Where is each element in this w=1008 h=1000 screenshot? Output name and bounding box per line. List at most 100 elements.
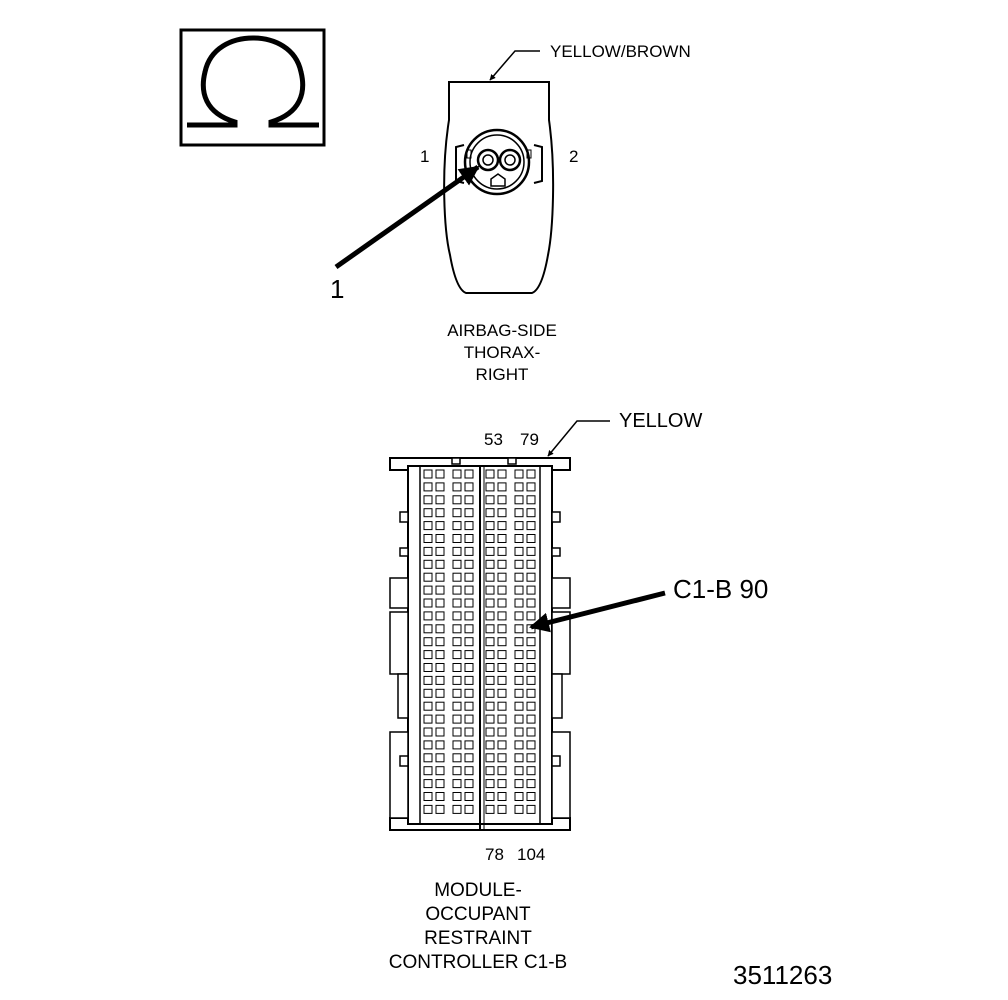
pin-cavity — [485, 637, 495, 647]
pin-cavity — [452, 740, 462, 750]
pin-cavity — [423, 650, 433, 660]
airbag-connector — [443, 81, 555, 294]
module-caption-line-2: OCCUPANT — [425, 904, 531, 925]
pin-cavity — [485, 521, 495, 531]
pin-cavity — [497, 546, 507, 556]
pin-cavity — [452, 469, 462, 479]
pin-cavity — [485, 792, 495, 801]
pin-cavity — [464, 650, 474, 660]
pin-cavity — [452, 521, 462, 531]
pin-cavity — [497, 804, 507, 814]
module-wire-color: YELLOW — [619, 410, 702, 432]
pin-cavity — [497, 779, 507, 789]
pin-cavity — [514, 469, 524, 479]
pin-cavity — [485, 559, 495, 569]
pin-cavity — [423, 663, 433, 672]
pin-cavity — [485, 585, 495, 595]
pin-cavity — [452, 611, 462, 621]
pin-cavity — [423, 779, 433, 789]
pin-cavity — [526, 508, 536, 518]
pin-cavity — [485, 624, 495, 634]
pin-cavity — [452, 508, 462, 518]
pin-cavity-grid — [423, 469, 536, 814]
pin-cavity — [514, 611, 524, 621]
module-connector — [389, 457, 571, 831]
pin-cavity — [497, 688, 507, 698]
pin-cavity — [526, 572, 536, 582]
pin-cavity — [485, 469, 495, 479]
pin-cavity — [514, 779, 524, 789]
airbag-caption-line-1: AIRBAG-SIDE — [447, 321, 557, 340]
pin-cavity — [464, 675, 474, 685]
pin-cavity — [514, 482, 524, 492]
pin-cavity — [464, 559, 474, 569]
pin-cavity — [485, 727, 495, 737]
pin-cavity — [423, 766, 433, 776]
module-pin-78-label: 78 — [485, 845, 504, 864]
pin-cavity — [485, 650, 495, 660]
pin-cavity — [435, 572, 445, 582]
pin-cavity — [526, 740, 536, 750]
pin-cavity — [464, 727, 474, 737]
pin-cavity — [514, 585, 524, 595]
pin-cavity — [435, 495, 445, 505]
pin-cavity — [497, 534, 507, 543]
pin-cavity — [485, 779, 495, 789]
pin-cavity — [514, 534, 524, 543]
pin-cavity — [464, 753, 474, 763]
pin-cavity — [423, 792, 433, 801]
pin-cavity — [435, 469, 445, 479]
pin-cavity — [526, 792, 536, 801]
pin-cavity — [423, 508, 433, 518]
pin-cavity — [514, 753, 524, 763]
pin-cavity — [464, 469, 474, 479]
pin-cavity — [435, 804, 445, 814]
pin-cavity — [435, 714, 445, 724]
pin-cavity — [464, 598, 474, 608]
pin-cavity — [497, 559, 507, 569]
pin-cavity — [497, 572, 507, 582]
airbag-wire-color: YELLOW/BROWN — [550, 42, 691, 61]
pin-cavity — [423, 624, 433, 634]
pin-cavity — [435, 546, 445, 556]
ohm-icon — [179, 28, 326, 147]
pin-cavity — [464, 688, 474, 698]
pin-cavity — [485, 663, 495, 672]
airbag-callout-label: 1 — [330, 274, 344, 304]
pin-cavity — [497, 753, 507, 763]
pin-cavity — [435, 508, 445, 518]
pin-cavity — [435, 611, 445, 621]
pin-cavity — [435, 753, 445, 763]
pin-cavity — [464, 804, 474, 814]
pin-cavity — [497, 521, 507, 531]
pin-1-terminal — [476, 148, 500, 172]
pin-cavity — [423, 740, 433, 750]
pin-cavity — [485, 688, 495, 698]
pin-cavity — [485, 675, 495, 685]
pin-cavity — [514, 714, 524, 724]
module-callout-arrow — [529, 590, 666, 633]
pin-cavity — [526, 688, 536, 698]
pin-cavity — [497, 650, 507, 660]
pin-cavity — [464, 572, 474, 582]
pin-cavity — [452, 804, 462, 814]
pin-cavity — [514, 637, 524, 647]
pin-cavity — [435, 688, 445, 698]
pin-cavity — [435, 740, 445, 750]
pin-cavity — [464, 546, 474, 556]
pin-cavity — [452, 534, 462, 543]
pin-2-terminal — [498, 148, 522, 172]
pin-cavity — [497, 598, 507, 608]
pin-cavity — [423, 521, 433, 531]
pin-cavity — [435, 727, 445, 737]
pin-cavity — [485, 753, 495, 763]
pin-cavity — [497, 495, 507, 505]
pin-cavity — [514, 521, 524, 531]
pin-cavity — [464, 740, 474, 750]
module-pin-53-label: 53 — [484, 430, 503, 449]
pin-cavity — [526, 598, 536, 608]
pin-cavity — [435, 637, 445, 647]
pin-cavity — [526, 650, 536, 660]
pin-cavity — [526, 546, 536, 556]
